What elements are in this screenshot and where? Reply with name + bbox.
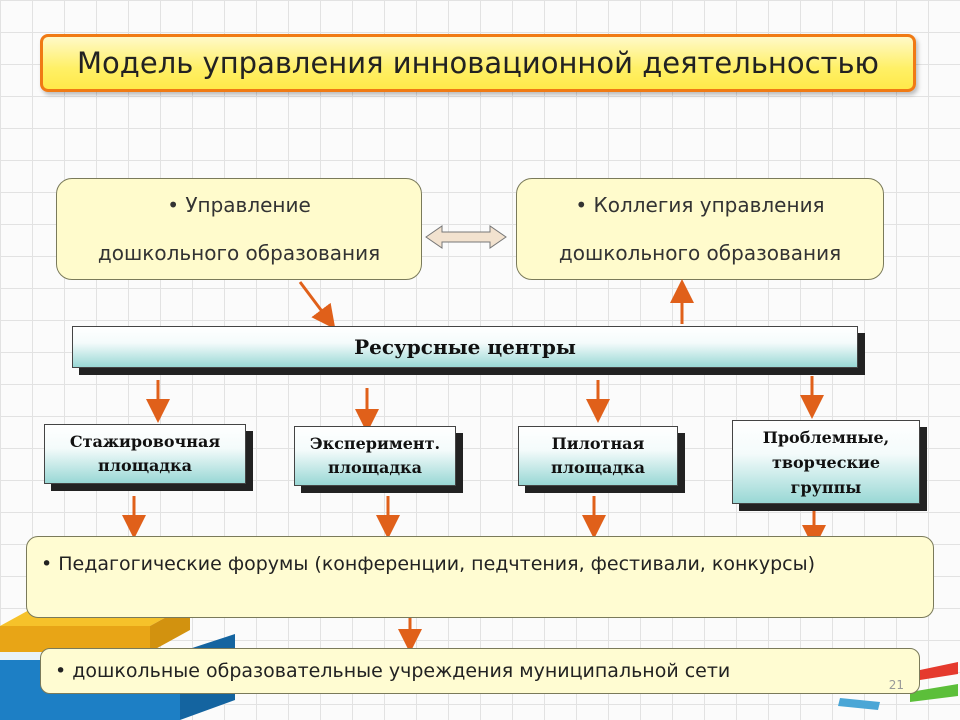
management-board-line1: Коллегия управления [575,181,825,229]
site-pilot-line1: Пилотная [551,434,645,453]
site-creative-groups: Проблемные, творческие группы [732,420,920,504]
education-department-line1: Управление [167,181,310,229]
forums-text: Педагогические форумы (конференции, педч… [41,553,815,575]
site-internship-line1: Стажировочная [69,432,221,451]
page-number: 21 [888,678,904,692]
site-creative-groups-line3: группы [790,477,862,497]
forums-box: Педагогические форумы (конференции, педч… [26,536,934,618]
site-experimental-line1: Эксперимент. [309,434,441,453]
site-experimental-line2: площадка [328,458,422,477]
site-internship-line2: площадка [98,456,192,475]
education-department-line2: дошкольного образования [97,241,381,265]
site-creative-groups-line1: Проблемные, [762,427,890,447]
double-arrow [425,225,507,249]
pencils-illustration [838,662,958,710]
site-experimental: Эксперимент. площадка [294,426,456,486]
site-pilot: Пилотная площадка [518,426,678,486]
resource-centers-bar: Ресурсные центры [72,326,858,368]
site-pilot-line2: площадка [551,458,645,477]
site-creative-groups-line2: творческие [771,452,881,472]
site-internship: Стажировочная площадка [44,424,246,484]
education-department-box: Управление дошкольного образования [56,178,422,280]
arrow-left-box-to-centers [298,281,336,330]
page-title: Модель управления инновационной деятельн… [40,34,916,92]
management-board-line2: дошкольного образования [558,241,842,265]
institutions-text: дошкольные образовательные учреждения му… [55,660,730,682]
institutions-box: дошкольные образовательные учреждения му… [40,648,920,694]
management-board-box: Коллегия управления дошкольного образова… [516,178,884,280]
